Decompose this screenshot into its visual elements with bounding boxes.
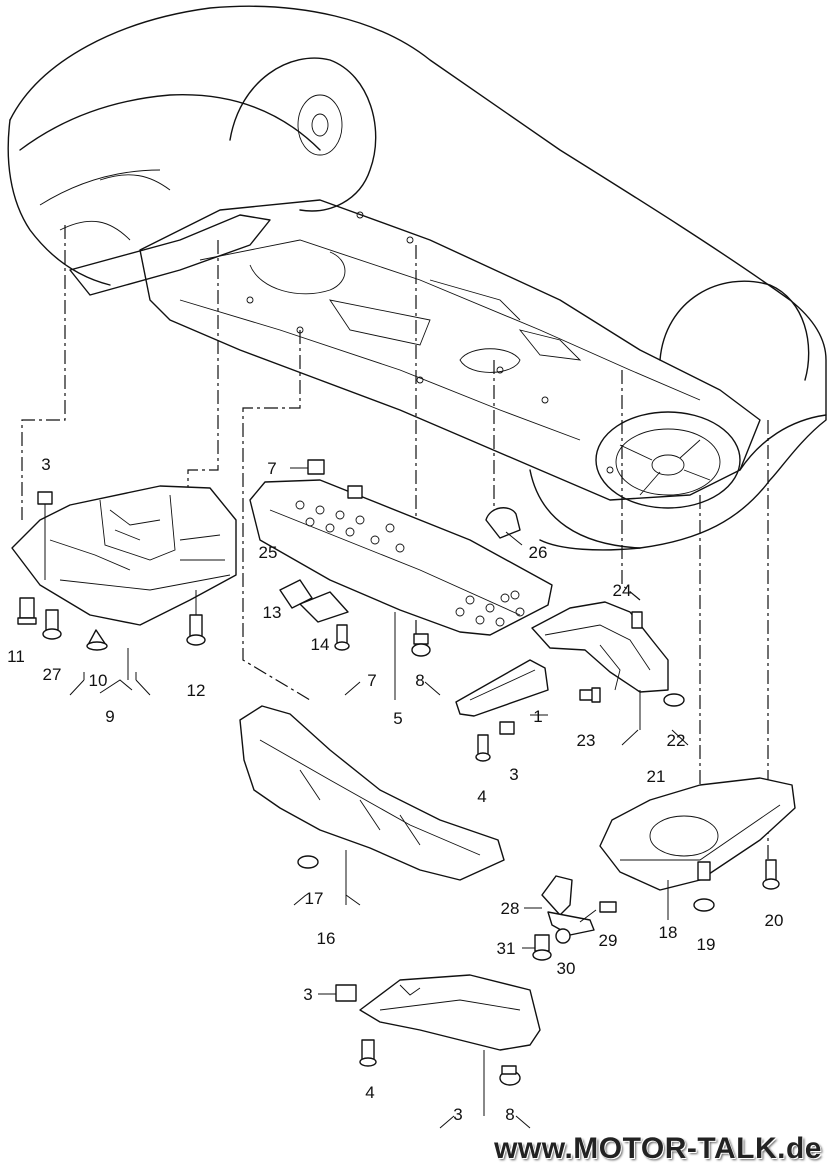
callout-27: 27 bbox=[43, 665, 62, 684]
small-strip-part-1 bbox=[455, 659, 549, 762]
callout-18: 18 bbox=[659, 923, 678, 942]
watermark: www.MOTOR-TALK.de bbox=[494, 1132, 822, 1165]
callout-16: 16 bbox=[317, 929, 336, 948]
callout-3-bottom: 3 bbox=[303, 985, 312, 1004]
callout-21: 21 bbox=[647, 767, 666, 786]
callout-5: 5 bbox=[393, 709, 402, 728]
car-underbody bbox=[7, 5, 827, 551]
front-underbody-tray-part-9 bbox=[11, 485, 237, 626]
tunnel-shield-part-16 bbox=[239, 705, 505, 906]
callout-4: 4 bbox=[477, 787, 486, 806]
callout-24: 24 bbox=[613, 581, 632, 600]
callout-labels: 3 11 27 10 12 9 7 25 13 14 7 8 5 1 3 4 2… bbox=[7, 455, 783, 1124]
clip-part-26 bbox=[485, 507, 523, 546]
callout-1: 1 bbox=[533, 707, 542, 726]
callout-11: 11 bbox=[7, 647, 25, 666]
center-underbody-panel-part-5 bbox=[249, 459, 553, 700]
callout-4-bottom: 4 bbox=[365, 1083, 374, 1102]
fasteners-group-9 bbox=[17, 491, 206, 696]
callout-7: 7 bbox=[367, 671, 376, 690]
callout-3-lower: 3 bbox=[453, 1105, 462, 1124]
callout-8: 8 bbox=[415, 671, 424, 690]
callout-19: 19 bbox=[697, 935, 716, 954]
callout-8-bottom: 8 bbox=[505, 1105, 514, 1124]
callout-23: 23 bbox=[577, 731, 596, 750]
rear-underbody-tray-part-18 bbox=[599, 777, 796, 920]
callout-14: 14 bbox=[311, 635, 330, 654]
bracket-parts-28-31 bbox=[522, 875, 617, 961]
callout-7-top: 7 bbox=[267, 459, 276, 478]
bottom-shield-group bbox=[318, 974, 541, 1129]
callout-29: 29 bbox=[599, 931, 618, 950]
callout-3-mid: 3 bbox=[509, 765, 518, 784]
callout-17: 17 bbox=[305, 889, 324, 908]
callout-20: 20 bbox=[765, 911, 784, 930]
callout-9: 9 bbox=[105, 707, 114, 726]
callout-30: 30 bbox=[557, 959, 576, 978]
callout-31: 31 bbox=[497, 939, 516, 958]
callout-28: 28 bbox=[501, 899, 520, 918]
callout-22: 22 bbox=[667, 731, 686, 750]
callout-26: 26 bbox=[529, 543, 548, 562]
callout-13: 13 bbox=[263, 603, 282, 622]
callout-12: 12 bbox=[187, 681, 206, 700]
callout-3: 3 bbox=[41, 455, 50, 474]
callout-25: 25 bbox=[259, 543, 278, 562]
callout-10: 10 bbox=[89, 671, 108, 690]
rear-heat-shield-part-21 bbox=[531, 601, 689, 746]
